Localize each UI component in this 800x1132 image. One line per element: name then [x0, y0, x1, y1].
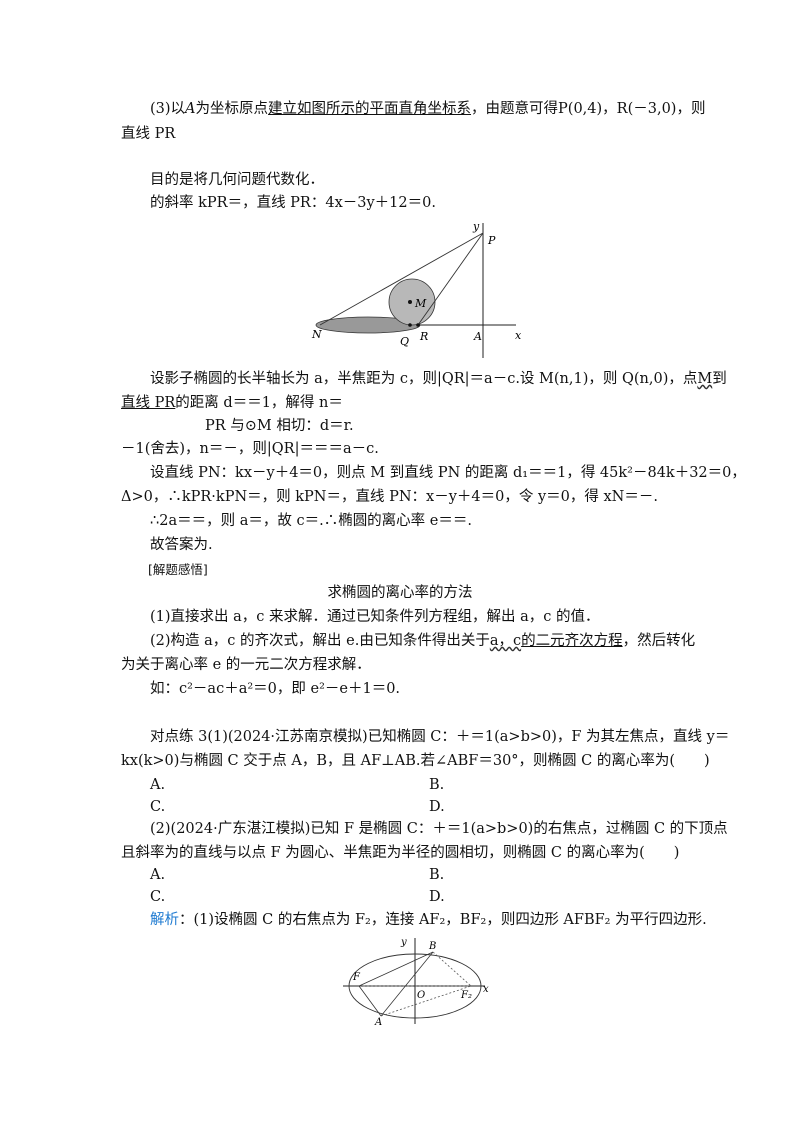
text: 到 [712, 371, 727, 387]
line-1: (3)以A为坐标原点建立如图所示的平面直角坐标系，由题意可得P(0,4)，R(－… [150, 99, 705, 119]
label-n: N [311, 328, 322, 341]
line-16: (2)构造 a，c 的齐次式，解出 e.由已知条件得出关于a，c的二元齐次方程，… [150, 631, 695, 651]
line-3: 目的是将几何问题代数化． [150, 172, 324, 188]
figure-ellipse: y B F O F₂ x A [343, 937, 489, 1026]
point-r [416, 323, 420, 327]
label-f: F [352, 972, 361, 983]
figure-pr-circle: y P M N Q R A x [311, 220, 522, 358]
line-ab [380, 951, 434, 1017]
text: A [185, 101, 196, 117]
label-b: B [428, 941, 436, 952]
line-6: 直线 PR的距离 d＝＝1，解得 n＝ [121, 393, 343, 413]
label-x: x [515, 329, 522, 342]
text: ，由题意可得 [471, 101, 559, 117]
line-18: 如：c²－ac＋a²＝0，即 e²－e＋1＝0. [150, 681, 401, 697]
line-24: 且斜率为的直线与以点 F 为圆心、半焦距为半径的圆相切，则椭圆 C 的离心率为(… [121, 845, 680, 861]
line-20: kx(k>0)与椭圆 C 交于点 A，B，且 AF⊥AB.若∠ABF＝30°，则… [121, 753, 710, 769]
text: P(0,4)，R(－3,0)，则 [558, 101, 706, 117]
text: 设影子椭圆的长半轴长为 a，半焦距为 c，则|QR|＝a－c.设 M(n,1)，… [150, 371, 698, 387]
line-8: －1(舍去)，n＝－，则|QR|＝＝＝a－c. [121, 441, 379, 457]
underlined-text: 的二元齐次方程 [521, 633, 623, 649]
line-5: 设影子椭圆的长半轴长为 a，半焦距为 c，则|QR|＝a－c.设 M(n,1)，… [150, 369, 727, 389]
text: (2)构造 a，c 的齐次式，解出 e.由已知条件得出关于 [150, 633, 490, 649]
line-fa [358, 985, 382, 1017]
line-pr [417, 232, 484, 326]
underlined-text: 建立如图所示的平面直角坐标系 [268, 101, 472, 117]
text: d＝＝1，解得 n＝ [218, 395, 343, 411]
line-bf2 [432, 951, 472, 987]
line-15: (1)直接求出 a，c 来求解．通过已知条件列方程组，解出 a，c 的值． [150, 609, 600, 625]
wavy-text: M [697, 371, 713, 387]
point-q [408, 323, 412, 327]
option-d-2: D. [429, 889, 445, 905]
option-a-2: A. [150, 867, 166, 883]
option-b-1: B. [429, 777, 445, 793]
section-title: 求椭圆的离心率的方法 [327, 585, 473, 601]
line-17: 为关于离心率 e 的一元二次方程求解． [121, 657, 371, 673]
line-af2 [380, 985, 472, 1017]
line-23: (2)(2024·广东湛江模拟)已知 F 是椭圆 C：＋＝1(a>b>0)的右焦… [150, 821, 728, 837]
text: 的距离 [175, 395, 219, 411]
section-tag: [解题感悟] [148, 562, 208, 577]
option-c-1: C. [150, 799, 166, 815]
label-y: y [472, 220, 480, 233]
analysis-label: 解析 [150, 912, 179, 928]
option-a-1: A. [150, 777, 166, 793]
line-fb [358, 951, 434, 987]
option-c-2: C. [150, 889, 166, 905]
label-p: P [487, 234, 496, 247]
point-m [408, 300, 412, 304]
label-y: y [400, 937, 407, 948]
text: ，然后转化 [622, 633, 696, 649]
text: ：(1)设椭圆 C 的右焦点为 F₂，连接 AF₂，BF₂，则四边形 AFBF₂… [179, 912, 707, 928]
line-pn [319, 232, 484, 326]
line-12: 故答案为. [150, 537, 213, 553]
text: (3)以 [150, 101, 186, 117]
line-2: 直线 PR [121, 126, 176, 142]
text: 为坐标原点 [195, 101, 269, 117]
line-19: 对点练 3(1)(2024·江苏南京模拟)已知椭圆 C：＋＝1(a>b>0)，F… [150, 729, 730, 745]
label-f2: F₂ [460, 990, 472, 1001]
label-a: A [374, 1017, 382, 1026]
wavy-text: a，c [489, 633, 522, 649]
shadow-ellipse [315, 316, 421, 334]
line-9: 设直线 PN：kx－y＋4＝0，则点 M 到直线 PN 的距离 d₁＝＝1，得 … [150, 465, 746, 481]
label-o: O [417, 990, 425, 1001]
label-m: M [414, 297, 427, 310]
option-b-2: B. [429, 867, 445, 883]
line-10: Δ>0，∴kPR·kPN＝，则 kPN＝，直线 PN：x－y＋4＝0，令 y＝0… [121, 489, 658, 505]
label-r: R [419, 330, 428, 343]
label-a: A [473, 330, 482, 343]
line-27: 解析：(1)设椭圆 C 的右焦点为 F₂，连接 AF₂，BF₂，则四边形 AFB… [150, 910, 707, 930]
line-4: 的斜率 kPR＝，直线 PR：4x－3y＋12＝0. [150, 195, 436, 211]
label-q: Q [400, 335, 409, 348]
ellipse [348, 953, 482, 1019]
line-7: PR 与⊙M 相切：d＝r. [205, 418, 354, 434]
underlined-text: 直线 PR [121, 395, 176, 411]
label-x: x [483, 984, 489, 995]
option-d-1: D. [429, 799, 445, 815]
line-11: ∴2a＝＝，则 a＝，故 c＝.∴椭圆的离心率 e＝＝. [150, 513, 472, 529]
